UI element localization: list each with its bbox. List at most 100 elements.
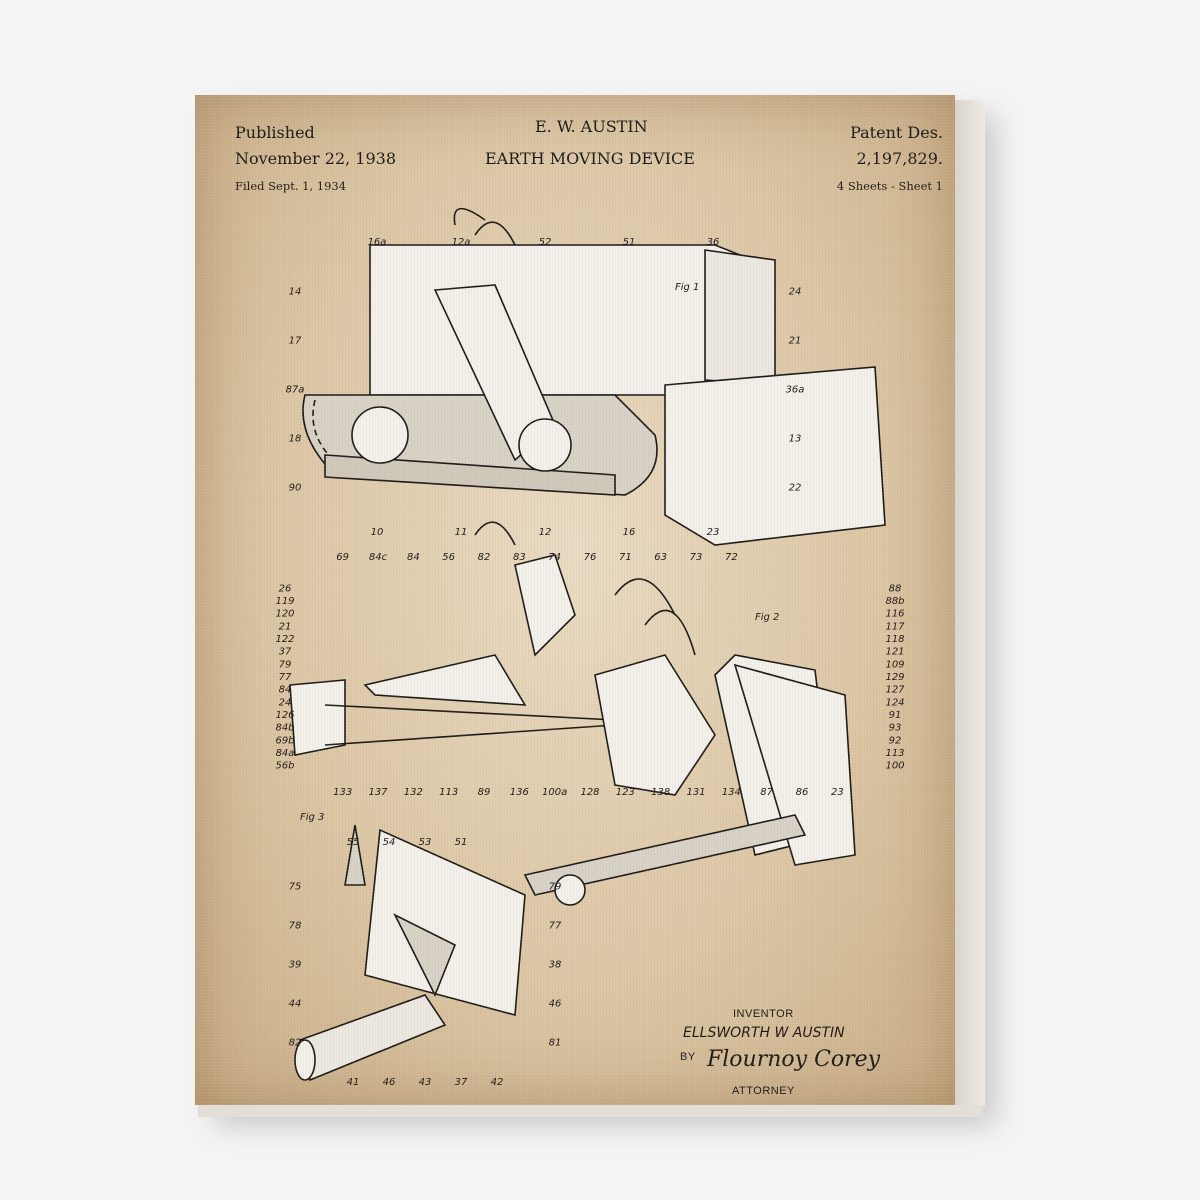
part-number-label: 46 (549, 999, 562, 1010)
part-number-label: 46 (383, 1077, 396, 1088)
part-number-label: 90 (289, 483, 302, 494)
part-number-label: 16 (623, 527, 636, 538)
part-number-label: 79 (279, 659, 292, 670)
part-number-label: 124 (885, 697, 904, 708)
part-number-label: 134 (722, 787, 741, 798)
part-number-label: 51 (455, 837, 468, 848)
part-number-label: 22 (789, 483, 802, 494)
inventor-label: INVENTOR (733, 1008, 794, 1020)
part-number-label: 17 (289, 336, 302, 347)
part-number-label: 84c (369, 552, 388, 563)
part-number-label: 87a (286, 385, 305, 396)
part-number-label: 79 (549, 882, 562, 893)
part-number-label: 84a (276, 748, 295, 759)
part-number-label: 13 (789, 434, 802, 445)
part-number-label: 23 (831, 787, 844, 798)
attorney-label: ATTORNEY (732, 1085, 795, 1097)
part-number-label: 109 (885, 659, 904, 670)
part-number-label: 118 (885, 634, 904, 645)
part-number-label: 91 (889, 710, 902, 721)
part-number-label: 100 (885, 761, 904, 772)
part-number-label: 54 (383, 837, 396, 848)
part-number-label: 41 (347, 1077, 360, 1088)
part-number-label: 44 (289, 999, 302, 1010)
part-number-label: 36 (707, 237, 720, 248)
part-number-label: 21 (789, 336, 802, 347)
part-number-label: 123 (616, 787, 635, 798)
part-number-label: 127 (885, 685, 905, 696)
part-number-label: 132 (404, 787, 423, 798)
part-number-label: 136 (510, 787, 529, 798)
part-number-label: 92 (889, 735, 902, 746)
part-number-label: 81 (549, 1038, 562, 1049)
part-number-label: 138 (651, 787, 670, 798)
inventor-name: ELLSWORTH W AUSTIN (683, 1025, 845, 1041)
published-date: November 22, 1938 (235, 149, 397, 168)
part-number-label: 52 (539, 237, 552, 248)
part-number-label: 126 (275, 710, 294, 721)
inventor-short: E. W. AUSTIN (535, 117, 648, 136)
part-number-label: 42 (491, 1077, 504, 1088)
part-number-label: 128 (580, 787, 599, 798)
part-number-label: 122 (275, 634, 294, 645)
part-number-label: 120 (275, 609, 294, 620)
part-number-label: 83 (513, 552, 526, 563)
canvas-bottom-edge (198, 1105, 983, 1117)
part-number-label: 26 (279, 583, 292, 594)
filed-date: Filed Sept. 1, 1934 (235, 179, 347, 193)
part-number-label: 72 (725, 552, 738, 563)
part-number-label: 88 (889, 583, 902, 594)
part-number-label: 18 (289, 434, 302, 445)
part-number-label: 37 (455, 1077, 468, 1088)
part-number-label: 12 (539, 527, 552, 538)
fig1-label: Fig 1 (675, 282, 699, 293)
part-number-label: 84b (275, 723, 294, 734)
part-number-label: 131 (686, 787, 705, 798)
by-label: BY (680, 1051, 696, 1063)
part-number-label: 73 (690, 552, 703, 563)
part-number-label: 137 (368, 787, 388, 798)
part-number-label: 74 (548, 552, 561, 563)
part-number-label: 69 (336, 552, 349, 563)
part-number-label: 113 (439, 787, 458, 798)
part-number-label: 14 (289, 287, 302, 298)
part-number-label: 71 (619, 552, 632, 563)
patent-label: Patent Des. (850, 123, 943, 142)
fig2-blade-linkage-drawing (289, 521, 856, 906)
part-number-label: 56b (275, 761, 294, 772)
attorney-signature: Flournoy Corey (707, 1047, 881, 1072)
part-number-label: 100a (542, 787, 567, 798)
part-number-label: 86 (796, 787, 809, 798)
part-number-label: 38 (549, 960, 562, 971)
part-number-label: 69b (275, 735, 294, 746)
part-number-label: 117 (885, 621, 905, 632)
fig2-label: Fig 2 (755, 612, 779, 623)
part-number-label: 63 (654, 552, 667, 563)
part-number-label: 77 (549, 921, 562, 932)
part-number-label: 93 (889, 723, 902, 734)
fig1-bulldozer-drawing (302, 207, 886, 546)
part-number-label: 84 (407, 552, 420, 563)
part-number-label: 77 (279, 672, 292, 683)
part-number-label: 119 (275, 596, 294, 607)
part-number-label: 21 (279, 621, 292, 632)
part-number-label: 51 (623, 237, 636, 248)
part-number-label: 129 (885, 672, 904, 683)
part-number-label: 75 (289, 882, 302, 893)
part-number-label: 55 (347, 837, 360, 848)
patent-title: EARTH MOVING DEVICE (485, 149, 695, 168)
part-number-label: 84 (279, 685, 292, 696)
part-number-label: 133 (333, 787, 352, 798)
part-number-label: 82 (289, 1038, 302, 1049)
patent-number: 2,197,829. (856, 149, 943, 168)
part-number-label: 43 (419, 1077, 432, 1088)
part-number-label: 88b (885, 596, 904, 607)
canvas-side-edge (955, 100, 985, 1107)
part-number-label: 87 (760, 787, 773, 798)
part-number-label: 56 (442, 552, 455, 563)
part-number-label: 78 (289, 921, 302, 932)
part-number-label: 12a (452, 237, 471, 248)
part-number-label: 89 (478, 787, 491, 798)
